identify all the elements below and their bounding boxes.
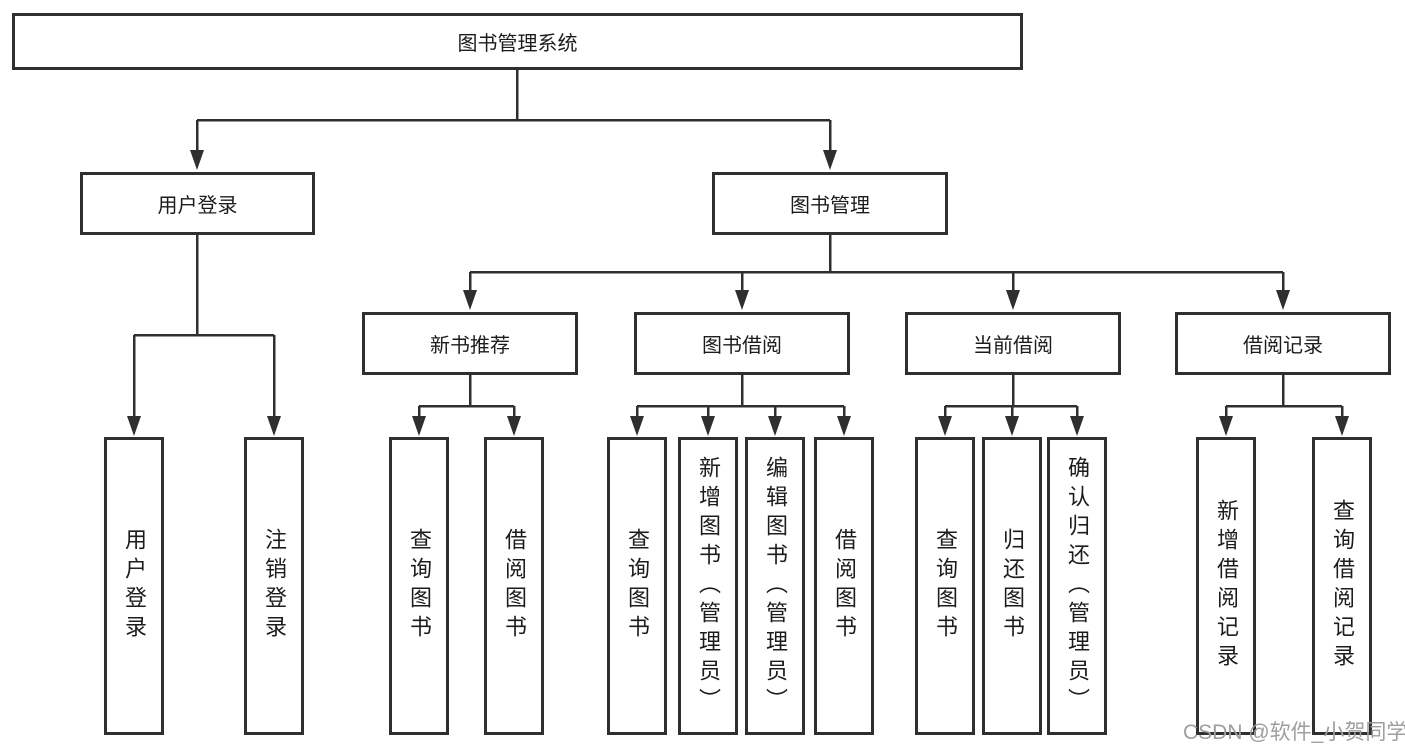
leaf-edit-book-admin: 编辑图书（管理员） (745, 437, 805, 735)
connector-book-management (468, 235, 1285, 293)
csdn-watermark: CSDN @软件_小贺同学 (1183, 721, 1405, 744)
leaf-add-borrow-record-label: 新增借阅记录 (1214, 499, 1239, 673)
node-root: 图书管理系统 (12, 13, 1023, 70)
leaf-confirm-return-admin: 确认归还（管理员） (1047, 437, 1107, 735)
node-borrow-records-label: 借阅记录 (1243, 335, 1323, 357)
leaf-return-book: 归还图书 (982, 437, 1042, 735)
node-current-borrow: 当前借阅 (905, 312, 1121, 375)
leaf-query-books-borrow-label: 查询图书 (625, 528, 650, 644)
leaf-logout-label: 注销登录 (262, 528, 287, 644)
leaf-query-books-current-label: 查询图书 (933, 528, 958, 644)
leaf-user-login-label: 用户登录 (122, 528, 147, 644)
node-book-management-label: 图书管理 (790, 195, 870, 217)
leaf-query-books-current: 查询图书 (915, 437, 975, 735)
leaf-return-book-label: 归还图书 (1000, 528, 1025, 644)
node-user-login-label: 用户登录 (157, 195, 238, 217)
leaf-query-borrow-record-label: 查询借阅记录 (1330, 499, 1355, 673)
node-root-label: 图书管理系统 (457, 33, 578, 55)
connector-user-login (132, 235, 276, 418)
connector-root (195, 68, 832, 152)
node-user-login: 用户登录 (80, 172, 315, 235)
leaf-user-login: 用户登录 (104, 437, 164, 735)
connector-current-borrow (943, 375, 1079, 418)
leaf-confirm-return-admin-label: 确认归还（管理员） (1065, 455, 1090, 717)
leaf-borrow-books: 借阅图书 (814, 437, 874, 735)
leaf-borrow-books-recommend-label: 借阅图书 (502, 528, 527, 644)
leaf-borrow-books-recommend: 借阅图书 (484, 437, 544, 735)
leaf-logout: 注销登录 (244, 437, 304, 735)
node-book-management: 图书管理 (712, 172, 948, 235)
leaf-query-borrow-record: 查询借阅记录 (1312, 437, 1372, 735)
leaf-add-book-admin-label: 新增图书（管理员） (696, 455, 721, 717)
leaf-query-books-recommend-label: 查询图书 (407, 528, 432, 644)
node-new-book-recommend: 新书推荐 (362, 312, 578, 375)
leaf-query-books-borrow: 查询图书 (607, 437, 667, 735)
leaf-add-borrow-record: 新增借阅记录 (1196, 437, 1256, 735)
leaf-add-book-admin: 新增图书（管理员） (678, 437, 738, 735)
node-book-borrow-label: 图书借阅 (702, 335, 782, 357)
connector-book-borrow (635, 375, 846, 418)
leaf-edit-book-admin-label: 编辑图书（管理员） (763, 455, 788, 717)
node-borrow-records: 借阅记录 (1175, 312, 1391, 375)
connector-new-book-recommend (417, 375, 516, 418)
node-new-book-recommend-label: 新书推荐 (430, 335, 510, 357)
node-current-borrow-label: 当前借阅 (973, 335, 1053, 357)
connector-borrow-records (1224, 375, 1344, 418)
node-book-borrow: 图书借阅 (634, 312, 850, 375)
leaf-borrow-books-label: 借阅图书 (832, 528, 857, 644)
leaf-query-books-recommend: 查询图书 (389, 437, 449, 735)
